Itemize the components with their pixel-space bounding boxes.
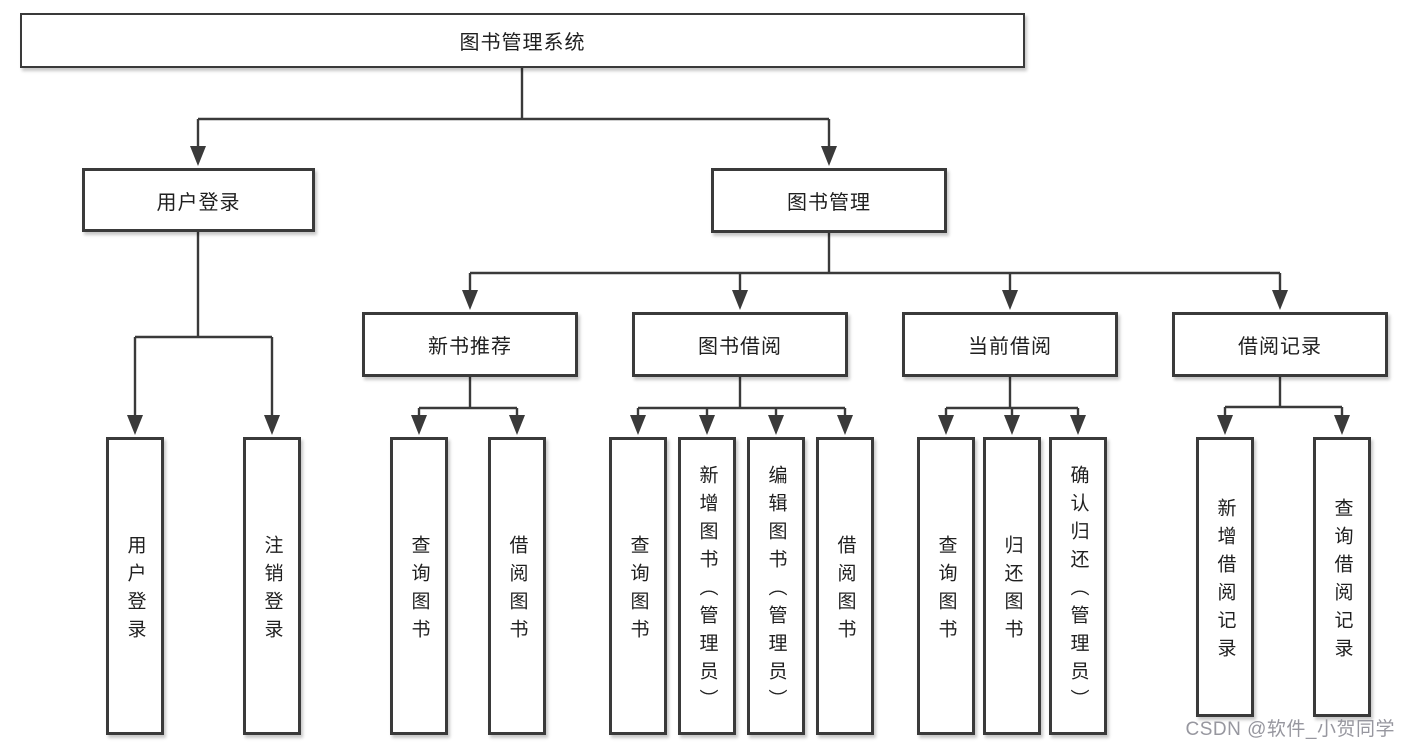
node-label: 归还图书 xyxy=(1001,534,1023,647)
leaf-user-login: 用户登录 xyxy=(106,437,164,735)
leaf-confirm-return-admin: 确认归还（管理员） xyxy=(1049,437,1107,735)
node-label: 图书管理 xyxy=(787,192,871,214)
leaf-query-borrow-record: 查询借阅记录 xyxy=(1313,437,1371,717)
node-label: 查询图书 xyxy=(935,534,957,647)
node-label: 注销登录 xyxy=(261,534,283,647)
node-label: 图书借阅 xyxy=(698,336,782,358)
node-label: 新书推荐 xyxy=(428,336,512,358)
leaf-borrow-books: 借阅图书 xyxy=(816,437,874,735)
node-user-login-branch: 用户登录 xyxy=(82,168,315,232)
node-label: 用户登录 xyxy=(156,191,241,214)
node-new-book-recommend: 新书推荐 xyxy=(362,312,578,377)
node-label: 用户登录 xyxy=(124,534,146,647)
node-label: 新增图书（管理员） xyxy=(696,464,718,717)
node-label: 借阅图书 xyxy=(834,534,856,647)
leaf-edit-books-admin: 编辑图书（管理员） xyxy=(747,437,805,735)
leaf-logout: 注销登录 xyxy=(243,437,301,735)
node-label: 图书管理系统 xyxy=(459,32,586,54)
csdn-watermark: CSDN @软件_小贺同学 xyxy=(1185,719,1395,740)
node-label: 查询图书 xyxy=(627,534,649,647)
leaf-query-books-recommend: 查询图书 xyxy=(390,437,448,735)
node-label: 借阅图书 xyxy=(506,534,528,647)
node-book-management-branch: 图书管理 xyxy=(711,168,947,233)
leaf-query-books-current: 查询图书 xyxy=(917,437,975,735)
leaf-query-books-borrowing: 查询图书 xyxy=(609,437,667,735)
node-current-borrowing: 当前借阅 xyxy=(902,312,1118,377)
node-borrowing-records: 借阅记录 xyxy=(1172,312,1388,377)
node-library-management-system: 图书管理系统 xyxy=(20,13,1025,68)
node-label: 确认归还（管理员） xyxy=(1067,464,1089,717)
node-label: 当前借阅 xyxy=(968,336,1052,358)
node-book-borrowing: 图书借阅 xyxy=(632,312,848,377)
node-label: 查询图书 xyxy=(408,534,430,647)
node-label: 查询借阅记录 xyxy=(1331,497,1353,666)
leaf-add-borrow-record: 新增借阅记录 xyxy=(1196,437,1254,717)
node-label: 借阅记录 xyxy=(1238,336,1322,358)
node-label: 编辑图书（管理员） xyxy=(765,464,787,717)
leaf-add-books-admin: 新增图书（管理员） xyxy=(678,437,736,735)
leaf-return-books: 归还图书 xyxy=(983,437,1041,735)
leaf-borrow-books-recommend: 借阅图书 xyxy=(488,437,546,735)
node-label: 新增借阅记录 xyxy=(1214,497,1236,666)
